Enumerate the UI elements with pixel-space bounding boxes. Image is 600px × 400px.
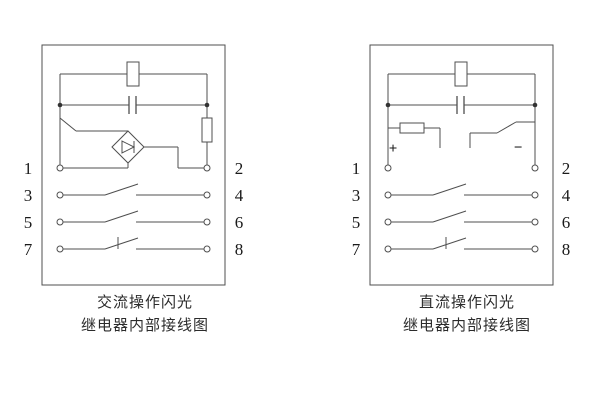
dc-wires bbox=[387, 73, 536, 165]
terminal-number: 3 bbox=[352, 186, 361, 205]
ac-diagram: 1 3 5 7 2 4 6 8 bbox=[24, 44, 244, 286]
terminal-number: 6 bbox=[235, 213, 244, 232]
dc-caption-line2: 继电器内部接线图 bbox=[402, 317, 531, 334]
ac-terminal-circles bbox=[56, 164, 211, 253]
dc-terminal-circles bbox=[384, 164, 539, 253]
terminal-circle bbox=[531, 218, 539, 226]
terminal-circle bbox=[531, 164, 539, 172]
terminal-number: 4 bbox=[562, 186, 571, 205]
junction-dot bbox=[385, 102, 391, 108]
terminal-circle bbox=[56, 245, 64, 253]
minus-polarity-label: − bbox=[514, 140, 523, 156]
terminal-number: 8 bbox=[562, 240, 571, 259]
ac-capacitor bbox=[128, 96, 137, 114]
terminal-number: 2 bbox=[562, 159, 571, 178]
terminal-number: 8 bbox=[235, 240, 244, 259]
dc-enclosure-box bbox=[369, 44, 554, 286]
terminal-number: 4 bbox=[235, 186, 244, 205]
ac-wires bbox=[59, 73, 208, 169]
dc-diagram: + − 1 3 5 7 2 4 bbox=[352, 44, 571, 286]
terminal-circle bbox=[531, 245, 539, 253]
terminal-number: 2 bbox=[235, 159, 244, 178]
terminal-circle bbox=[531, 191, 539, 199]
ac-rectifier-bridge bbox=[111, 130, 145, 164]
ac-diagram-caption: 交流操作闪光 继电器内部接线图 bbox=[45, 291, 245, 337]
terminal-number: 1 bbox=[24, 159, 33, 178]
ac-series-resistor bbox=[201, 117, 213, 143]
ac-contact-rows bbox=[63, 183, 204, 250]
terminal-circle bbox=[56, 164, 64, 172]
terminal-circle bbox=[384, 245, 392, 253]
junction-dot bbox=[204, 102, 210, 108]
dc-caption-line1: 直流操作闪光 bbox=[418, 294, 515, 311]
terminal-circle bbox=[203, 245, 211, 253]
dc-series-resistor bbox=[399, 122, 425, 134]
ac-damping-resistor bbox=[126, 61, 140, 87]
dc-terminal-numbers: 1 3 5 7 2 4 6 8 bbox=[352, 159, 571, 259]
terminal-number: 1 bbox=[352, 159, 361, 178]
ac-caption-line2: 继电器内部接线图 bbox=[80, 317, 209, 334]
terminal-number: 5 bbox=[352, 213, 361, 232]
ac-caption-line1: 交流操作闪光 bbox=[96, 294, 193, 311]
terminal-circle bbox=[203, 164, 211, 172]
terminal-number: 6 bbox=[562, 213, 571, 232]
terminal-circle bbox=[203, 191, 211, 199]
terminal-number: 3 bbox=[24, 186, 33, 205]
terminal-circle bbox=[384, 164, 392, 172]
terminal-circle bbox=[203, 218, 211, 226]
terminal-number: 7 bbox=[24, 240, 33, 259]
dc-contact-rows bbox=[391, 183, 532, 250]
diode-icon bbox=[121, 140, 136, 154]
wiring-diagrams-canvas: 1 3 5 7 2 4 6 8 + bbox=[24, 44, 571, 286]
dc-damping-resistor bbox=[454, 61, 468, 87]
ac-terminal-numbers: 1 3 5 7 2 4 6 8 bbox=[24, 159, 244, 259]
terminal-number: 5 bbox=[24, 213, 33, 232]
terminal-circle bbox=[384, 191, 392, 199]
dc-diagram-caption: 直流操作闪光 继电器内部接线图 bbox=[367, 291, 567, 337]
terminal-circle bbox=[384, 218, 392, 226]
junction-dot bbox=[57, 102, 63, 108]
dc-capacitor bbox=[456, 96, 465, 114]
terminal-circle bbox=[56, 191, 64, 199]
terminal-number: 7 bbox=[352, 240, 361, 259]
ac-enclosure-box bbox=[41, 44, 226, 286]
terminal-circle bbox=[56, 218, 64, 226]
plus-polarity-label: + bbox=[389, 141, 398, 157]
junction-dot bbox=[532, 102, 538, 108]
